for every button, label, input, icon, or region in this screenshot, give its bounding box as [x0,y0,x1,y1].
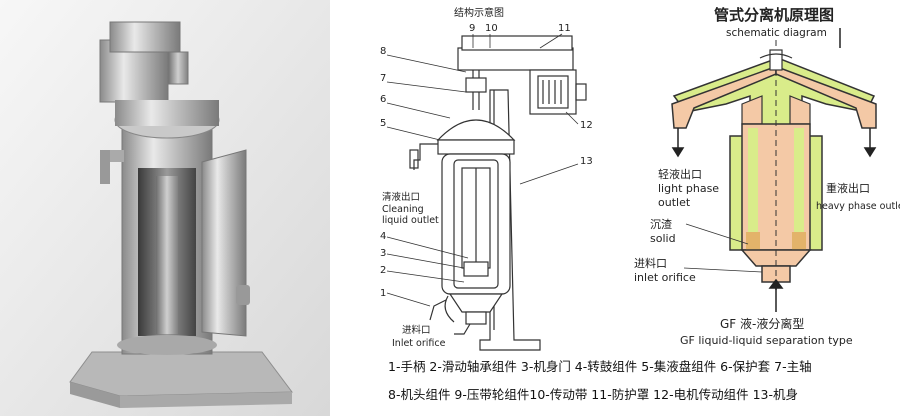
part-number-10: 10 [485,23,498,34]
legend-line-2: 8-机头组件 9-压带轮组件10-传动带 11-防护罩 12-电机传动组件 13… [388,387,798,402]
part-number-2: 2 [380,265,386,276]
structure-title: 结构示意图 [454,6,504,19]
product-photo [0,0,330,416]
cleaning-outlet-en-2: liquid outlet [382,215,439,226]
cleaning-outlet-cn: 清液出口 [382,191,420,203]
legend-line-1: 1-手柄 2-滑动轴承组件 3-机身门 4-转鼓组件 5-集液盘组件 6-保护套… [388,359,812,374]
solid-cn: 沉渣 [650,217,672,231]
structure-drawing: 1 2 3 4 5 6 7 8 9 10 11 12 13 结构示意图 清液出口… [380,6,593,351]
part-number-5: 5 [380,118,386,129]
part-number-7: 7 [380,73,386,84]
centrifuge-photo-illustration [0,0,330,416]
part-number-6: 6 [380,94,386,105]
schematic-drawing: 管式分离机原理图 schematic diagram 轻液出口 light ph… [634,6,900,347]
heavy-phase-cn: 重液出口 [826,181,870,195]
part-number-4: 4 [380,231,386,242]
schematic-subtitle: schematic diagram [726,27,827,39]
part-number-1: 1 [380,288,386,299]
schematic-title: 管式分离机原理图 [714,6,834,24]
schem-inlet-cn: 进料口 [634,256,667,270]
part-number-12: 12 [580,120,593,131]
cleaning-outlet-en-1: Cleaning [382,204,424,215]
part-number-8: 8 [380,46,386,57]
separation-type-en: GF liquid-liquid separation type [680,334,853,347]
light-phase-cn: 轻液出口 [658,167,702,181]
schem-inlet-en: inlet orifice [634,271,696,284]
struct-inlet-cn: 进料口 [402,324,431,336]
part-number-11: 11 [558,23,571,34]
part-number-3: 3 [380,248,386,259]
light-phase-en-2: outlet [658,196,691,209]
heavy-phase-en: heavy phase outlet [816,201,900,212]
structure-diagram: 1 2 3 4 5 6 7 8 9 10 11 12 13 结构示意图 清液出口… [330,0,630,416]
light-phase-en-1: light phase [658,182,719,195]
struct-inlet-en: Inlet orifice [392,338,446,349]
part-number-9: 9 [469,23,475,34]
solid-en: solid [650,232,676,245]
separation-type-cn: GF 液-液分离型 [720,316,804,331]
part-number-13: 13 [580,156,593,167]
schematic-diagram: 管式分离机原理图 schematic diagram 轻液出口 light ph… [630,0,900,416]
